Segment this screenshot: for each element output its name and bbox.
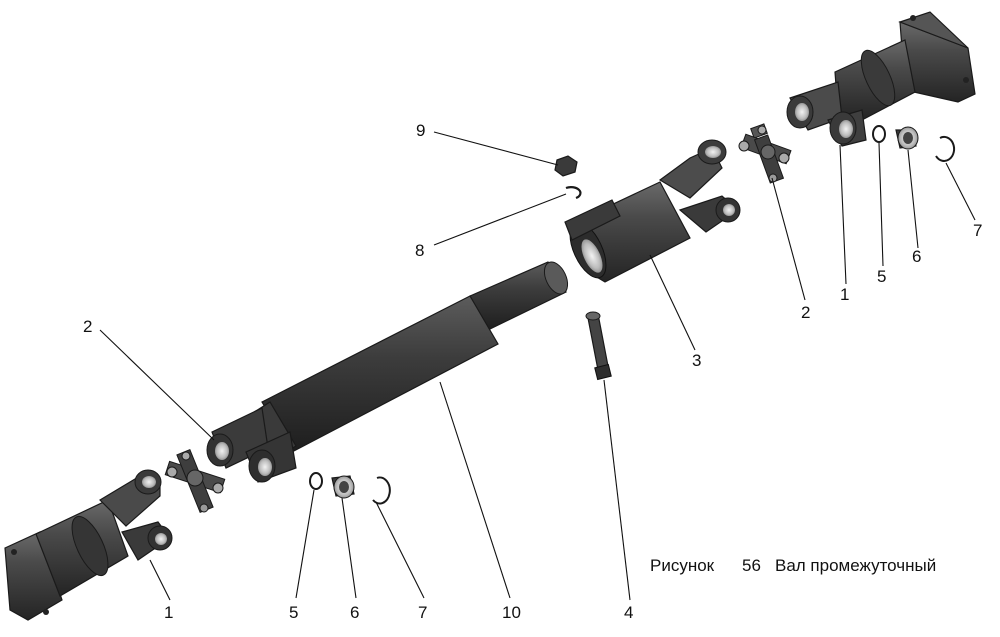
o-ring-left — [309, 472, 323, 490]
snap-ring-left — [372, 476, 391, 505]
o-ring-right — [872, 125, 886, 143]
leader-2-left — [99, 329, 215, 441]
retaining-clip — [565, 186, 582, 200]
bolt — [585, 311, 612, 381]
callout-3: 3 — [692, 351, 701, 370]
leader-1-right — [839, 144, 847, 285]
leader-7-right — [945, 162, 976, 221]
grease-nut — [554, 155, 578, 177]
slip-yoke — [564, 139, 741, 283]
caption-figure-word: Рисунок — [650, 556, 715, 575]
callout-6-right: 6 — [912, 247, 921, 266]
callout-2-left: 2 — [83, 317, 92, 336]
caption-figure-number: 56 — [742, 556, 761, 575]
callout-5-right: 5 — [877, 267, 886, 286]
leader-3 — [649, 254, 696, 351]
leader-9 — [433, 131, 559, 166]
leader-5-right — [878, 142, 884, 267]
figure-caption: Рисунок 56 Вал промежуточный — [650, 556, 936, 575]
bearing-cup-right — [895, 126, 919, 150]
universal-cross-left — [164, 448, 226, 514]
bearing-cup-left — [331, 475, 355, 499]
callout-7-left: 7 — [418, 603, 427, 622]
snap-ring-right — [935, 135, 956, 162]
leader-6-right — [907, 149, 919, 249]
callout-4: 4 — [624, 603, 633, 622]
leader-5-left — [295, 489, 315, 599]
callout-10: 10 — [502, 603, 521, 622]
caption-title: Вал промежуточный — [775, 556, 936, 575]
callout-8: 8 — [415, 241, 424, 260]
callout-5-left: 5 — [289, 603, 298, 622]
flange-yoke-right — [786, 11, 976, 147]
callout-7-right: 7 — [973, 221, 982, 240]
intermediate-shaft — [206, 261, 569, 483]
leader-8 — [433, 193, 567, 246]
leader-7-left — [375, 501, 425, 599]
leader-6-left — [341, 497, 357, 599]
leader-2-right — [771, 177, 806, 301]
leader-lines — [99, 131, 976, 601]
leader-10 — [439, 381, 511, 599]
leader-1-left — [149, 559, 171, 601]
callout-1-left: 1 — [164, 603, 173, 622]
callout-6-left: 6 — [350, 603, 359, 622]
callout-1-right: 1 — [840, 285, 849, 304]
callout-2-right: 2 — [801, 303, 810, 322]
flange-yoke-left — [4, 469, 173, 621]
callout-labels: 9 8 7 6 5 1 2 3 2 1 5 6 7 10 4 — [83, 121, 982, 622]
leader-4 — [603, 379, 631, 601]
callout-9: 9 — [416, 121, 425, 140]
universal-cross-right — [738, 123, 792, 184]
